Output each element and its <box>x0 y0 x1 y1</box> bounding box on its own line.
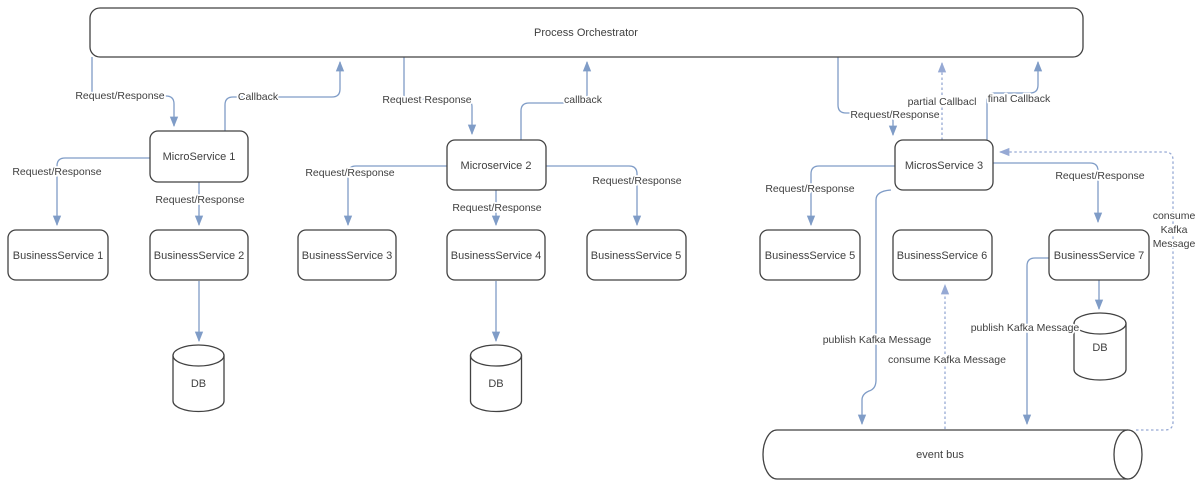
edge-microservice2-to-businessservice5 <box>546 165 642 227</box>
microservice2-node <box>446 139 547 191</box>
edge-businessservice7-publish-to-eventbus <box>1022 257 1049 426</box>
microservice2-label: Microservice 2 <box>461 160 532 172</box>
businessservice5-mid-node <box>586 229 687 281</box>
label-ms2-callback: callback <box>564 94 603 106</box>
label-consume-kafka-right: consume Kafka Message <box>1151 208 1197 252</box>
node-group: Process Orchestrator MicroService 1 Micr… <box>7 7 1150 480</box>
label-consume-right-line1: consume <box>1153 210 1196 222</box>
label-ms2-bs5-request-response: Request/Response <box>592 175 681 187</box>
microservice1-label: MicroService 1 <box>163 151 236 163</box>
businessservice4-label: BusinessService 4 <box>451 250 542 262</box>
microservice3-label: MicrosService 3 <box>905 160 983 172</box>
db2-cylinder: DB <box>469 344 523 413</box>
label-ms1-callback: Callback <box>238 91 279 103</box>
db1-cylinder: DB <box>172 344 225 413</box>
businessservice2-node <box>149 229 249 281</box>
label-bs6-consume-kafka: consume Kafka Message <box>888 354 1006 366</box>
businessservice6-node <box>892 229 993 281</box>
label-partial-callback: partial Callbacl <box>908 96 977 108</box>
process-orchestrator-label: Process Orchestrator <box>534 27 638 39</box>
businessservice7-node <box>1048 229 1150 281</box>
edge-microservice2-to-orchestrator-callback <box>520 60 592 140</box>
label-orch-ms3-request-response: Request/Response <box>850 109 939 121</box>
edge-microservice3-final-callback <box>986 60 1043 140</box>
businessservice3-label: BusinessService 3 <box>302 250 393 262</box>
process-orchestrator-node <box>89 7 1084 58</box>
edge-group <box>52 57 1174 431</box>
label-bs7-publish-kafka: publish Kafka Message <box>971 322 1080 334</box>
businessservice5-mid-label: BusinessService 5 <box>591 250 682 262</box>
label-ms3-bs5-request-response: Request/Response <box>765 183 854 195</box>
label-consume-right-line3: Message <box>1153 238 1196 250</box>
edge-microservice3-publish-to-eventbus <box>857 189 892 426</box>
db3-cylinder: DB <box>1073 312 1127 381</box>
edge-microservice3-to-businessservice7 <box>993 162 1103 224</box>
label-consume-right-line2: Kafka <box>1161 224 1188 236</box>
label-ms2-bs3-request-response: Request/Response <box>305 167 394 179</box>
businessservice5-right-node <box>759 229 861 281</box>
edge-orchestrator-to-microservice2 <box>403 57 477 136</box>
event-bus-label: event bus <box>916 449 964 461</box>
businessservice3-node <box>297 229 397 281</box>
event-bus-node: event bus <box>762 429 1143 480</box>
label-ms1-bs2-request-response: Request/Response <box>155 194 244 206</box>
businessservice4-node <box>446 229 546 281</box>
db1-label: DB <box>191 378 206 390</box>
edge-microservice1-to-orchestrator-callback <box>224 60 345 131</box>
edge-orchestrator-to-microservice1 <box>91 57 179 128</box>
businessservice5-right-label: BusinessService 5 <box>765 250 856 262</box>
edge-microservice3-to-businessservice5 <box>806 165 895 227</box>
label-ms1-bs1-request-response: Request/Response <box>12 166 101 178</box>
edge-microservice2-to-businessservice3 <box>343 165 447 227</box>
businessservice2-label: BusinessService 2 <box>154 250 245 262</box>
businessservice1-node <box>7 229 109 281</box>
businessservice6-label: BusinessService 6 <box>897 250 988 262</box>
db3-label: DB <box>1092 342 1107 354</box>
edge-label-group: Request/Response Callback Request Respon… <box>11 88 1198 368</box>
businessservice1-label: BusinessService 1 <box>13 250 104 262</box>
db2-label: DB <box>488 378 503 390</box>
edge-microservice1-to-businessservice1 <box>52 157 150 227</box>
microservice3-node <box>894 139 994 191</box>
microservice1-node <box>149 130 249 183</box>
label-ms3-bs7-request-response: Request/Response <box>1055 170 1144 182</box>
label-orch-ms2-request-response: Request Response <box>382 94 471 106</box>
label-ms2-bs4-request-response: Request/Response <box>452 202 541 214</box>
businessservice7-label: BusinessService 7 <box>1054 250 1145 262</box>
edge-orchestrator-to-microservice3 <box>837 57 898 137</box>
edge-eventbus-consume-to-microservice3 <box>998 147 1174 431</box>
label-final-callback: final Callback <box>988 93 1051 105</box>
label-ms3-publish-kafka: publish Kafka Message <box>823 334 932 346</box>
label-orch-ms1-request-response: Request/Response <box>75 90 164 102</box>
